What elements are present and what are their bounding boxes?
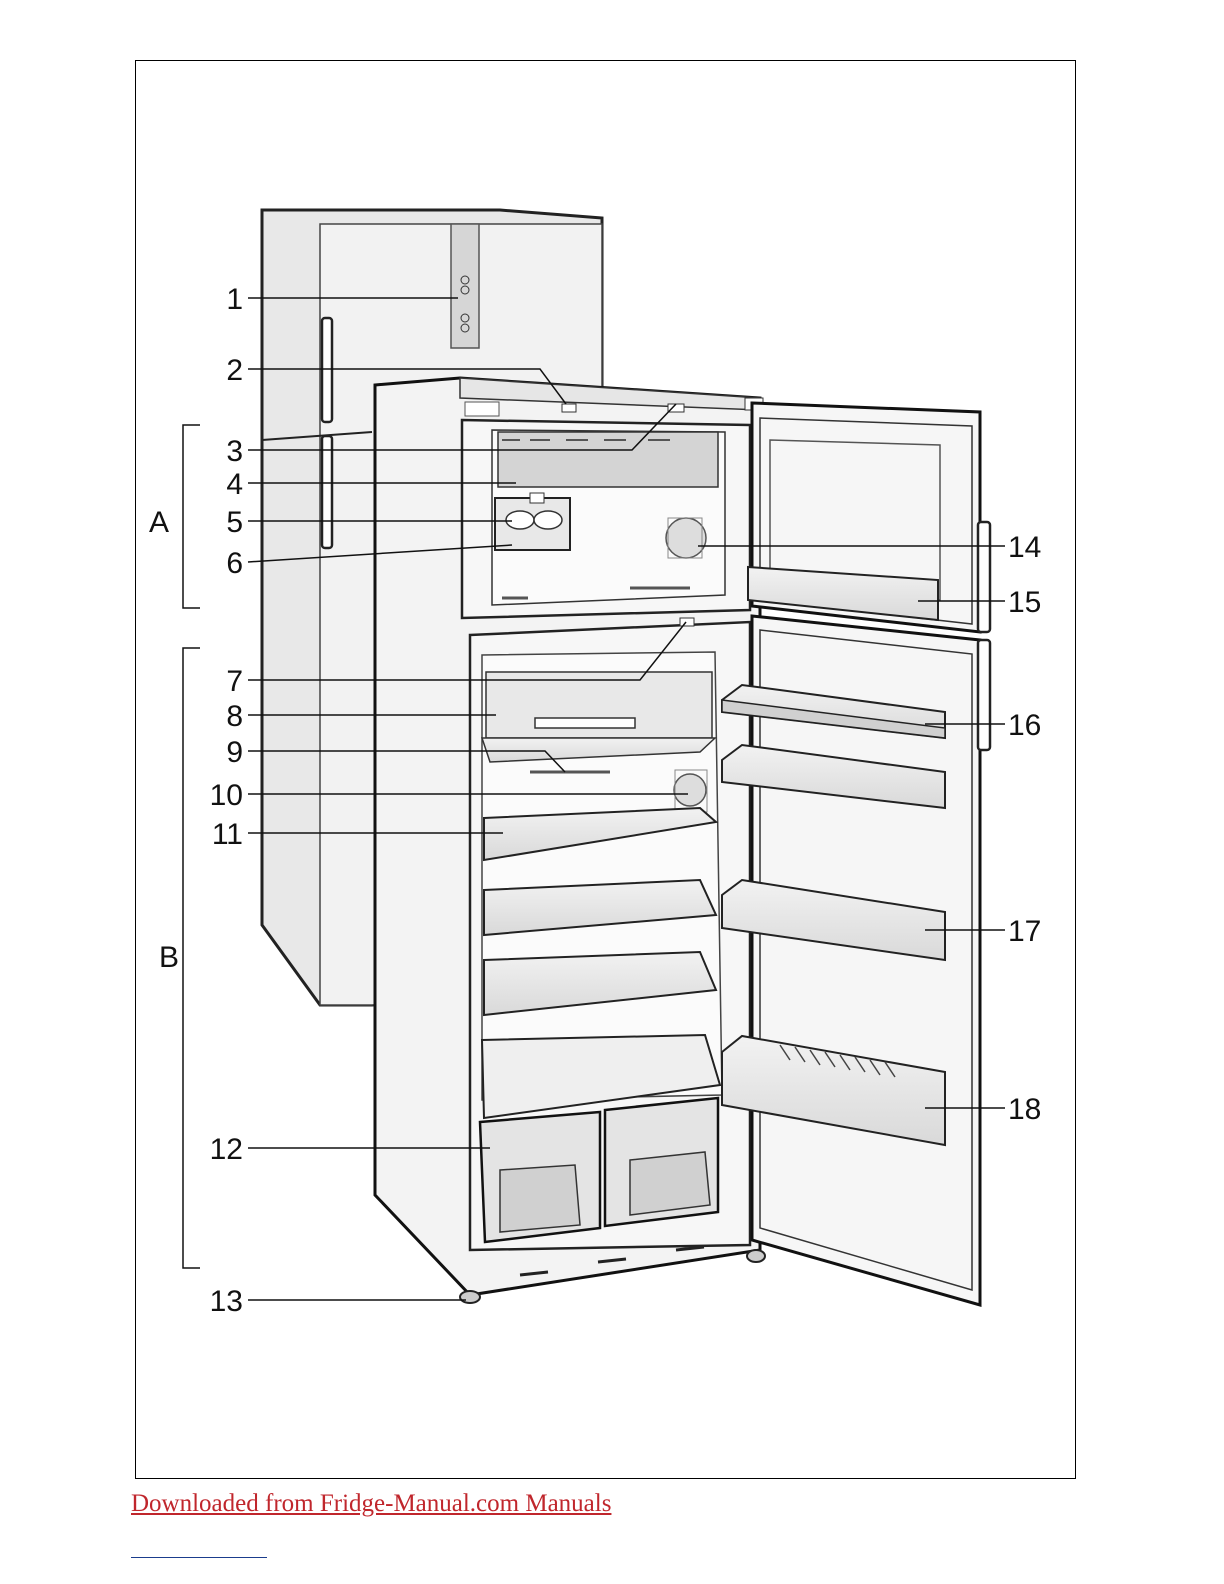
callout-5: 5 [226,506,243,539]
footer-download-link[interactable]: Downloaded from Fridge-Manual.com Manual… [131,1490,611,1518]
callout-8: 8 [226,700,243,733]
open-fridge [375,378,765,1303]
footer-rule [131,1557,267,1558]
callout-16: 16 [1008,709,1041,742]
callout-18: 18 [1008,1093,1041,1126]
fridge-fan [674,774,706,806]
group-label-b: B [159,941,179,974]
freezer-fan [666,518,706,558]
handle-lower [322,436,332,548]
callout-7: 7 [226,665,243,698]
group-brackets [183,425,200,1268]
doors [722,403,990,1305]
group-label-a: A [149,506,169,539]
callout-10: 10 [210,779,243,812]
callout-3: 3 [226,435,243,468]
callout-1: 1 [226,283,243,316]
callout-13: 13 [210,1285,243,1318]
adjustable-foot [460,1291,480,1303]
callout-15: 15 [1008,586,1041,619]
callout-14: 14 [1008,531,1041,564]
callout-11: 11 [212,818,243,851]
handle-upper [322,318,332,422]
callout-9: 9 [226,736,243,769]
callout-17: 17 [1008,915,1041,948]
callout-12: 12 [210,1133,243,1166]
callout-6: 6 [226,547,243,580]
callout-2: 2 [226,354,243,387]
callout-4: 4 [226,468,243,501]
